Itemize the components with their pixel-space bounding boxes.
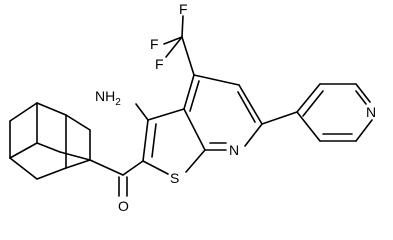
amino-label: NH2	[95, 88, 121, 108]
carbonyl-group	[89, 159, 144, 197]
bond	[181, 36, 195, 76]
fluorine-label-left: F	[150, 36, 159, 52]
bond	[163, 36, 183, 45]
double-bond-line	[302, 90, 324, 117]
bond	[185, 149, 206, 173]
bond	[355, 83, 371, 103]
ring-nitrogen-label: N	[229, 142, 239, 158]
molecule-diagram: F F F NH2 N N S O	[9, 1, 376, 214]
bond	[355, 119, 373, 142]
fluorine-label-top: F	[179, 1, 188, 17]
adamantyl-group	[9, 102, 91, 180]
bond	[183, 74, 195, 110]
oxygen-label: O	[118, 198, 129, 214]
sulfur-label: S	[170, 170, 179, 186]
bond	[261, 111, 298, 125]
bond	[142, 119, 149, 162]
bond	[181, 15, 184, 38]
bond	[9, 157, 38, 180]
bond	[238, 84, 263, 125]
bond	[296, 83, 321, 113]
bond	[9, 142, 38, 159]
fused-pyridine-ring	[183, 74, 263, 151]
pyridyl-ring	[261, 83, 373, 142]
bond	[36, 142, 61, 153]
pyridine-nitrogen-label: N	[366, 104, 376, 120]
double-bond-line	[151, 123, 157, 158]
thiophene-ring	[142, 108, 206, 175]
bond	[89, 159, 124, 176]
double-bond-line	[189, 80, 200, 112]
bond	[36, 102, 67, 116]
bond	[36, 167, 67, 180]
amino-bond	[135, 103, 149, 121]
bond	[296, 111, 321, 142]
structure-svg: F F F NH2 N N S O	[9, 1, 376, 214]
trifluoromethyl-group	[163, 15, 195, 76]
bond	[65, 159, 91, 169]
bond	[65, 114, 91, 131]
bond	[9, 102, 38, 122]
amino-label-subscript: 2	[115, 97, 121, 108]
bond	[142, 160, 169, 175]
bond	[244, 123, 263, 147]
bond	[147, 108, 185, 121]
bond	[183, 108, 206, 151]
bond	[193, 74, 240, 86]
amino-label-main: NH	[95, 88, 115, 104]
bond	[122, 160, 144, 176]
fluorine-label-lower: F	[155, 56, 164, 72]
double-bond-line	[237, 91, 256, 123]
bond	[165, 36, 183, 58]
double-bond-line	[355, 90, 367, 105]
bond	[59, 151, 91, 161]
